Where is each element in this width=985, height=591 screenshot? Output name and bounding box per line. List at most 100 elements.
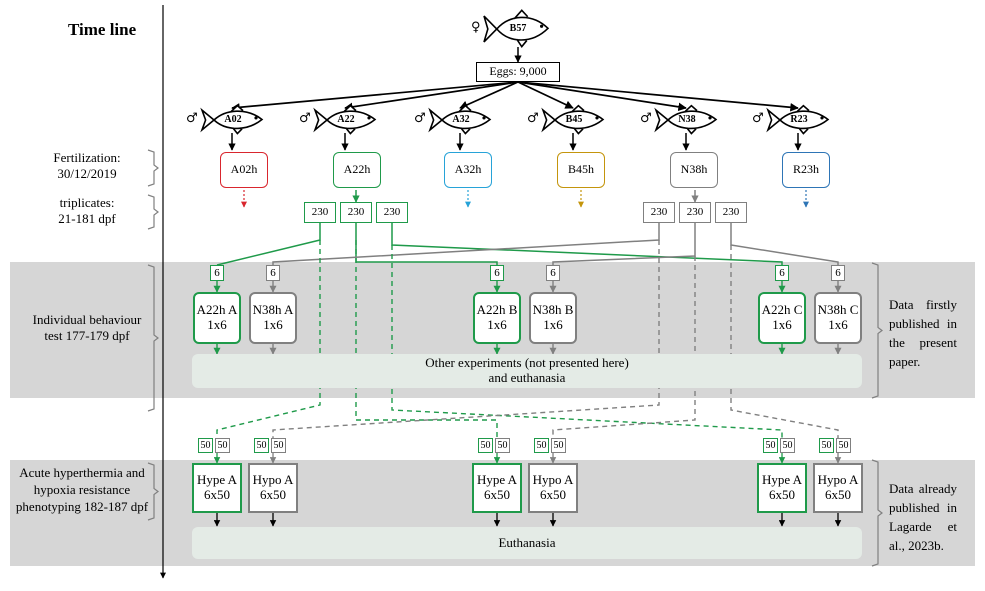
brace-fertilization (147, 149, 159, 187)
phenotype-count-6-1: 50 (819, 438, 834, 453)
triplicate-a22h-3-text: 230 (383, 206, 401, 219)
phenotype-group-3-text: 6x50 (484, 487, 510, 502)
phenotype-group-6-text: 6x50 (825, 487, 851, 502)
behaviour-group-6-text: N38h C (817, 302, 859, 318)
eggs-to-male-N38 (517, 81, 687, 112)
behaviour-count-4: 6 (546, 265, 560, 281)
brace-triplicates (147, 194, 159, 230)
cross-box-N38h: N38h (670, 152, 718, 188)
phenotype-count-3-2-text: 50 (497, 439, 508, 451)
behaviour-count-6: 6 (831, 265, 845, 281)
phenotype-count-1-2-text: 50 (217, 439, 228, 451)
route-grey-1 (272, 223, 660, 265)
phenotype-group-1-text: Hype A (196, 472, 238, 488)
behaviour-group-2-text: N38h A (252, 302, 294, 318)
phenotype-count-4-1: 50 (534, 438, 549, 453)
male-symbol: ♂ (186, 111, 198, 126)
phenotype-count-5-2-text: 50 (782, 439, 793, 451)
note-previous-paper: Data already published in Lagarde et al.… (889, 481, 957, 553)
male-name: A02 (224, 114, 242, 125)
male-symbol: ♂ (527, 111, 539, 126)
behaviour-group-6-text: 1x6 (828, 317, 848, 332)
male-symbol: ♂ (299, 111, 311, 126)
behaviour-group-5-text: 1x6 (772, 317, 792, 332)
triplicate-n38h-2: 230 (679, 202, 711, 223)
cross-box-A32h-text: A32h (454, 162, 482, 177)
behaviour-count-5: 6 (775, 265, 789, 281)
phenotype-group-5-text: Hype A (761, 472, 803, 488)
male-fish-icon-B45-eye (595, 116, 599, 120)
behaviour-count-4-text: 6 (550, 266, 556, 279)
phenotype-group-1-text: 6x50 (204, 487, 230, 502)
male-name: A32 (452, 114, 470, 125)
dash-grey-2 (552, 256, 696, 438)
male-fish-icon-A22 (313, 104, 377, 135)
male-symbol: ♂ (414, 111, 426, 126)
triplicate-n38h-1-text: 230 (650, 206, 668, 219)
behaviour-group-4-text: N38h B (532, 302, 574, 318)
behaviour-count-3-text: 6 (494, 266, 500, 279)
triplicate-a22h-2-text: 230 (347, 206, 365, 219)
eggs-to-male-A22 (344, 81, 519, 112)
route-green-2 (355, 223, 498, 265)
phenotype-count-1-2: 50 (215, 438, 230, 453)
triplicate-n38h-2-text: 230 (686, 206, 704, 219)
male-fish-icon-A02-eye (254, 116, 258, 120)
cross-box-A02h: A02h (220, 152, 268, 188)
eggs-box: Eggs: 9,000 (476, 62, 560, 82)
male-fish-icon-A02 (200, 104, 264, 135)
brace-present (871, 262, 883, 399)
eggs-to-male-B45 (517, 81, 574, 109)
phenotype-count-5-1-text: 50 (765, 439, 776, 451)
timeline-title: Time line (68, 20, 137, 39)
phenotype-count-6-2-text: 50 (838, 439, 849, 451)
male-name: N38 (678, 114, 696, 125)
timeline-acute: Acute hyperthermia and hypoxia resistanc… (15, 465, 149, 514)
brace-previous (871, 459, 883, 567)
triplicate-a22h-1: 230 (304, 202, 336, 223)
male-symbol: ♂ (640, 111, 652, 126)
phenotype-count-2-1: 50 (254, 438, 269, 453)
male-fish-icon-N38-eye (708, 116, 712, 120)
phenotype-count-2-2: 50 (271, 438, 286, 453)
phenotype-count-3-1: 50 (478, 438, 493, 453)
dash-green-1 (216, 240, 321, 438)
male-fish-icon-A22-eye (367, 116, 371, 120)
phenotype-count-2-2-text: 50 (273, 439, 284, 451)
cross-box-A02h-text: A02h (230, 162, 258, 177)
dash-grey-3 (730, 245, 839, 438)
cross-box-B45h-text: B45h (567, 162, 594, 177)
male-name: A22 (337, 114, 355, 125)
phenotype-group-4-text: Hypo A (532, 472, 574, 488)
brace-acute (147, 462, 159, 521)
behaviour-count-1-text: 6 (214, 266, 220, 279)
eggs-to-male-A02 (231, 81, 519, 112)
eggs-to-male-A32 (459, 81, 519, 109)
triplicate-a22h-3: 230 (376, 202, 408, 223)
timeline-behaviour: Individual behaviour test 177-179 dpf (32, 312, 142, 344)
cross-box-N38h-text: N38h (680, 162, 708, 177)
phenotype-group-3-text: Hype A (476, 472, 518, 488)
phenotype-count-5-2: 50 (780, 438, 795, 453)
eggs-to-male-R23 (517, 81, 799, 112)
phenotype-count-5-1: 50 (763, 438, 778, 453)
other-experiments-panel: Other experiments (not presented here) a… (192, 354, 862, 388)
cross-box-R23h: R23h (782, 152, 830, 188)
behaviour-count-1: 6 (210, 265, 224, 281)
cross-box-A22h: A22h (333, 152, 381, 188)
male-fish-icon-R23 (766, 104, 830, 135)
behaviour-group-2-text: 1x6 (263, 317, 283, 332)
behaviour-group-1-text: 1x6 (207, 317, 227, 332)
behaviour-count-3: 6 (490, 265, 504, 281)
triplicate-n38h-3-text: 230 (722, 206, 740, 219)
triplicate-a22h-2: 230 (340, 202, 372, 223)
